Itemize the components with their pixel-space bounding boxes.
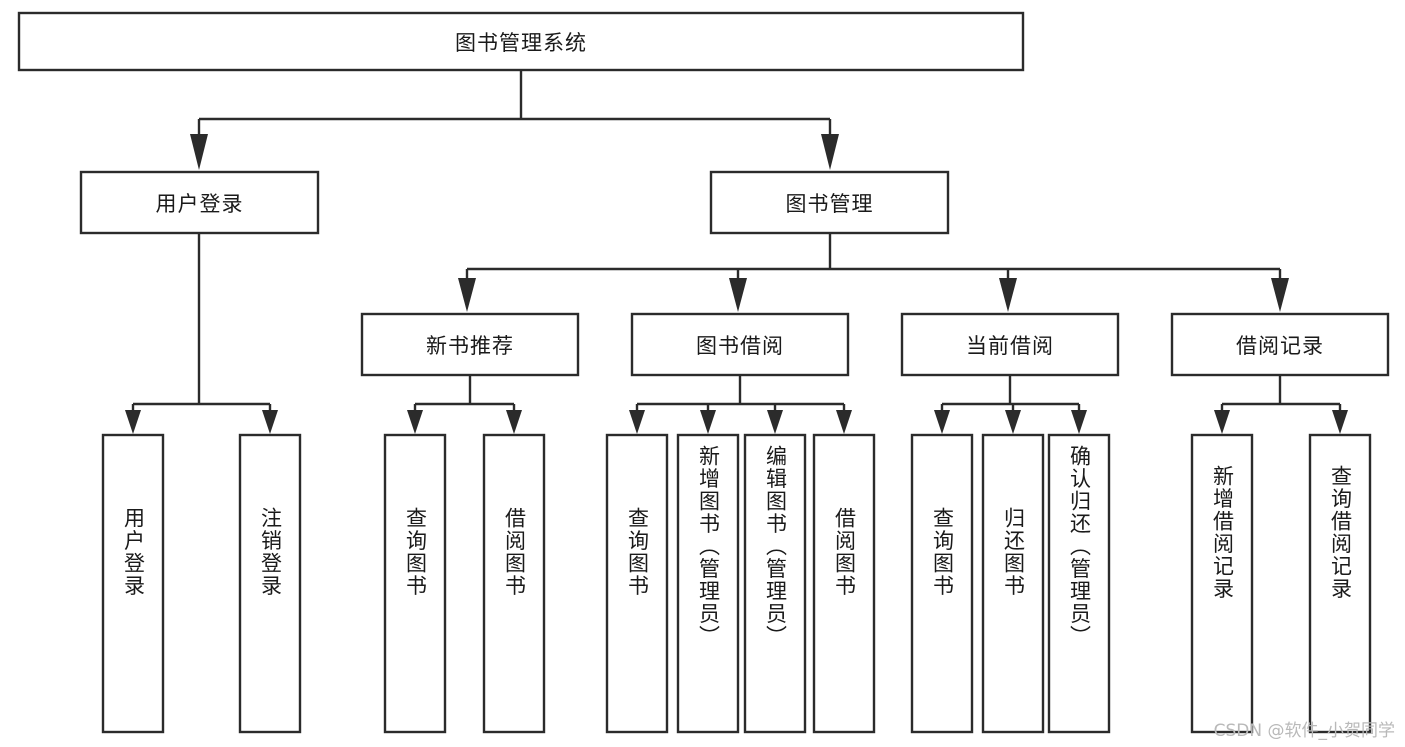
- arrow-head-icon-record: [1271, 278, 1289, 312]
- node-box-new-book-recommend[interactable]: [360, 312, 580, 377]
- arrow-head-icon-leaf-logout: [262, 410, 278, 434]
- arrow-head-icon-leaf-borrow-book-b: [836, 410, 852, 434]
- node-box-borrow-record[interactable]: [1170, 312, 1390, 377]
- edge-group-borrow: [629, 375, 852, 434]
- arrow-head-icon-leaf-add-book: [700, 410, 716, 434]
- arrow-head-icon-user-login: [190, 134, 208, 170]
- arrow-head-icon-leaf-query-book-b: [629, 410, 645, 434]
- arrow-head-icon-borrow: [729, 278, 747, 312]
- arrow-head-icon-leaf-query-book-a: [407, 410, 423, 434]
- arrow-head-icon-leaf-edit-book: [767, 410, 783, 434]
- node-box-leaf-query-book-c[interactable]: [910, 433, 974, 734]
- node-box-leaf-user-login[interactable]: [101, 433, 165, 734]
- node-box-book-management[interactable]: [709, 170, 950, 235]
- arrow-head-icon-leaf-return-book: [1005, 410, 1021, 434]
- arrow-head-icon-leaf-user-login: [125, 410, 141, 434]
- node-box-leaf-add-book[interactable]: [676, 433, 740, 734]
- arrow-head-icon-current: [999, 278, 1017, 312]
- arrow-head-icon-new-book: [458, 278, 476, 312]
- node-box-leaf-add-record[interactable]: [1190, 433, 1254, 734]
- arrow-head-icon-leaf-confirm-return: [1071, 410, 1087, 434]
- node-box-user-login[interactable]: [79, 170, 320, 235]
- arrow-head-icon-leaf-query-record: [1332, 410, 1348, 434]
- node-box-leaf-logout[interactable]: [238, 433, 302, 734]
- arrow-head-icon-book-mgmt: [821, 134, 839, 170]
- arrow-head-icon-leaf-add-record: [1214, 410, 1230, 434]
- edge-group-current: [934, 375, 1087, 434]
- edge-group-record: [1214, 375, 1348, 434]
- node-box-leaf-query-book-a[interactable]: [383, 433, 447, 734]
- edge-group-user-login: [125, 233, 278, 434]
- edge-group-new-book: [407, 375, 522, 434]
- node-box-leaf-query-book-b[interactable]: [605, 433, 669, 734]
- edge-group-root: [190, 70, 839, 170]
- node-box-leaf-borrow-book-a[interactable]: [482, 433, 546, 734]
- edge-group-book-mgmt: [458, 233, 1289, 312]
- node-box-leaf-borrow-book-b[interactable]: [812, 433, 876, 734]
- node-box-leaf-edit-book[interactable]: [743, 433, 807, 734]
- node-box-book-borrow[interactable]: [630, 312, 850, 377]
- node-box-current-borrow[interactable]: [900, 312, 1120, 377]
- arrow-head-icon-leaf-query-book-c: [934, 410, 950, 434]
- node-box-leaf-return-book[interactable]: [981, 433, 1045, 734]
- node-box-leaf-query-record[interactable]: [1308, 433, 1372, 734]
- node-box-root[interactable]: [17, 11, 1025, 72]
- node-box-leaf-confirm-return[interactable]: [1047, 433, 1111, 734]
- arrow-head-icon-leaf-borrow-book-a: [506, 410, 522, 434]
